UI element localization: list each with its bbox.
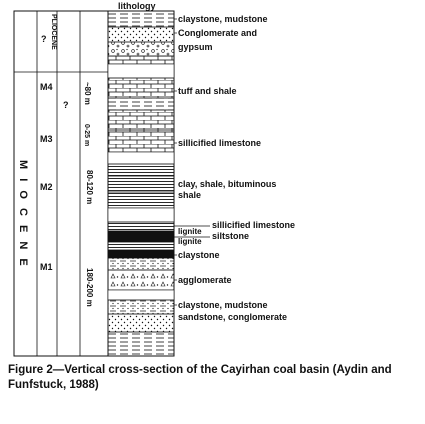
layer-clay-1 [107,163,175,177]
layer-sandstone [107,313,175,333]
layer-gypsum [107,41,175,57]
label-lignite-1: lignite [178,227,202,236]
label-sandstone-conglomerate: sandstone, conglomerate [178,312,287,322]
thickness-label-80m: ~80 m [83,82,92,105]
layer-brick-2 [107,109,175,131]
label-tuff-and-shale: tuff and shale [178,86,237,96]
label-conglomerate-and: Conglomerate and [178,28,257,38]
stage-label-top-question: ? [41,34,47,44]
layer-claystone-bottom [107,299,175,315]
layer-tuff-2 [107,97,175,111]
layer-claystone-top [107,10,175,28]
label-agglomerate: agglomerate [178,275,232,285]
column-header: lithology [118,1,156,11]
label-shale: shale [178,190,201,200]
label-sillicified-limestone-2: sillicified limestone [212,220,295,230]
label-claystone-mid: claystone [178,250,220,260]
layer-bituminous-shale [107,191,175,209]
layer-tuff-shale [107,77,175,99]
label-gypsum: gypsum [178,42,213,52]
stage-label-m2: M2 [40,182,53,192]
epoch-label-miocene: M I O C E N E [17,160,29,269]
layer-siltstone [107,241,175,251]
layer-silicified-2 [107,221,175,232]
layer-base [107,331,175,357]
layer-claystone-mid [107,257,175,271]
layer-brick-1 [107,55,175,65]
thickness-label-80-120m: 80-120 m [85,170,94,204]
layer-conglomerate [107,26,175,43]
figure-caption: Figure 2—Vertical cross-section of the C… [8,364,392,391]
layer-agglomerate [107,269,175,291]
layer-plain-3 [107,207,175,223]
leader-lines [174,18,210,306]
layer-plain-2 [107,151,175,165]
label-sillicified-limestone-1: sillicified limestone [178,138,261,148]
lithology-column [107,10,175,357]
layer-plain-1 [107,63,175,79]
label-clay-shale-bituminous: clay, shale, bituminous [178,179,276,189]
label-claystone-mudstone-bottom: claystone, mudstone [178,300,268,310]
layer-lignite-2 [107,249,175,259]
layer-lignite-1 [107,230,175,243]
stage-label-m1: M1 [40,262,53,272]
label-siltstone: siltstone [212,231,249,241]
layer-plain-4 [107,289,175,301]
label-lignite-2: lignite [178,237,202,246]
epoch-label-pliocene: PLIOCENE [50,14,57,50]
label-claystone-mudstone-top: claystone, mudstone [178,14,268,24]
thickness-label-0-25m: 0-25 m [83,124,90,146]
stage-label-m4: M4 [40,82,53,92]
stage-label-question-2: ? [63,100,69,110]
thickness-label-180-200m: 180-200 m [85,268,94,307]
layer-clay-2 [107,175,175,193]
cross-section-diagram: lithology PLIOCENE M I O C E N E ? [13,1,295,357]
layer-silicified-limestone [107,129,175,153]
stage-label-m3: M3 [40,134,53,144]
